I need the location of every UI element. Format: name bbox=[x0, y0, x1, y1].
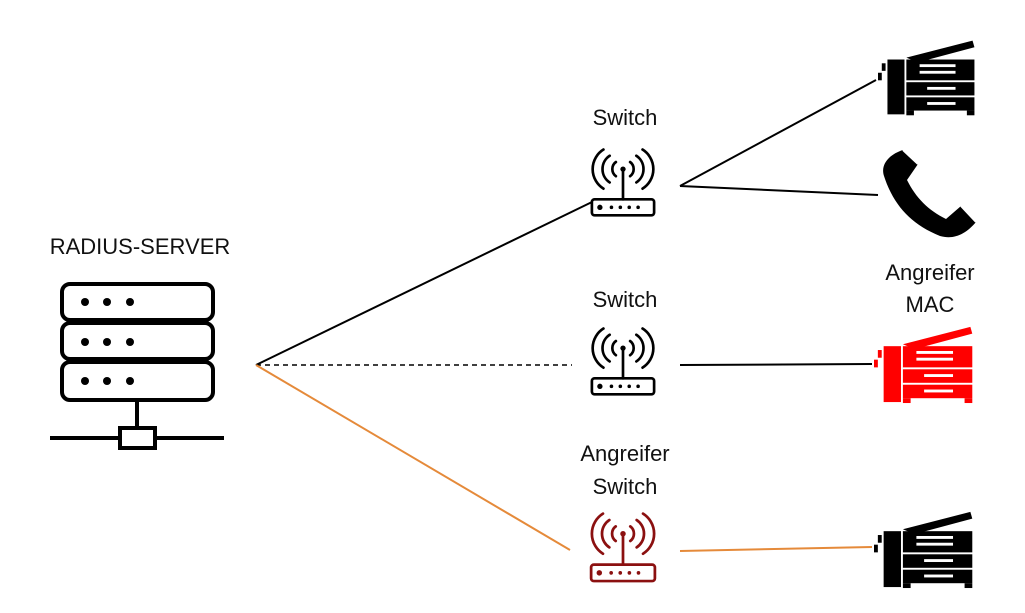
printer-icon bbox=[874, 511, 973, 589]
switch-2-label: Switch bbox=[592, 287, 658, 312]
wifi-switch-icon bbox=[590, 327, 656, 396]
link-switch-1-phone bbox=[679, 185, 879, 196]
printer-icon bbox=[878, 40, 975, 116]
phone-icon bbox=[883, 149, 977, 238]
attacker-wifi-switch-icon bbox=[589, 512, 657, 583]
attacker-printer-icon bbox=[874, 326, 973, 404]
attacker-switch-label-line1: Angreifer bbox=[580, 441, 670, 466]
attacker-mac-label-line1: Angreifer bbox=[885, 260, 975, 285]
link-attacker-switch-printer bbox=[679, 546, 873, 552]
link-switch-2-attacker-printer bbox=[679, 363, 873, 366]
link-server-attacker-switch bbox=[255, 364, 571, 551]
server-icon bbox=[50, 282, 224, 450]
wifi-switch-icon bbox=[590, 148, 656, 217]
link-server-switch-1 bbox=[255, 201, 593, 366]
link-switch-1-printer bbox=[679, 79, 877, 187]
radius-server-label: RADIUS-SERVER bbox=[49, 234, 231, 259]
switch-1-label: Switch bbox=[592, 105, 658, 130]
attacker-switch-label-line2: Switch bbox=[592, 474, 658, 499]
attacker-mac-label-line2: MAC bbox=[905, 292, 955, 317]
